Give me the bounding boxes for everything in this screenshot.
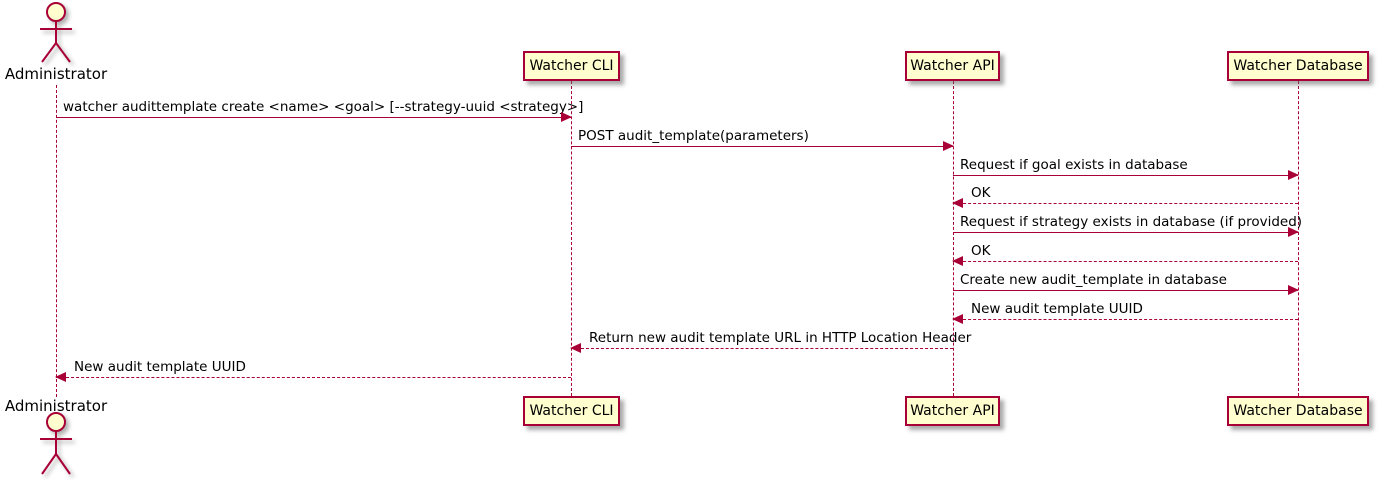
arrowhead-right-icon — [1288, 227, 1299, 237]
message-1: watcher audittemplate create <name> <goa… — [56, 99, 584, 122]
message-label: watcher audittemplate create <name> <goa… — [63, 99, 584, 115]
actor-administrator-label-top: Administrator — [4, 65, 108, 83]
message-label: POST audit_template(parameters) — [578, 128, 809, 144]
arrowhead-right-icon — [1288, 285, 1299, 295]
actor-administrator-icon — [40, 2, 72, 63]
arrowhead-left-icon — [952, 256, 963, 266]
message-3: Request if goal exists in database — [953, 157, 1299, 180]
message-7: Create new audit_template in database — [953, 272, 1299, 295]
participant-label: Watcher Database — [1233, 403, 1363, 419]
lifeline-watcher-database — [1298, 81, 1299, 396]
participant-watcher-cli-top: Watcher CLI — [523, 51, 620, 81]
message-label: Return new audit template URL in HTTP Lo… — [589, 330, 972, 346]
participant-label: Watcher API — [910, 403, 995, 419]
message-8: New audit template UUID — [952, 301, 1298, 324]
message-4: OK — [952, 185, 1298, 208]
message-label: OK — [971, 185, 991, 201]
participant-watcher-cli-bottom: Watcher CLI — [523, 396, 620, 426]
message-9: Return new audit template URL in HTTP Lo… — [570, 330, 972, 353]
lifeline-watcher-cli — [571, 81, 572, 396]
message-6: OK — [952, 243, 1298, 266]
participant-label: Watcher CLI — [529, 58, 614, 74]
message-label: Request if strategy exists in database (… — [960, 214, 1303, 230]
participant-label: Watcher Database — [1233, 58, 1363, 74]
arrowhead-left-icon — [952, 314, 963, 324]
arrowhead-left-icon — [570, 343, 581, 353]
message-5: Request if strategy exists in database (… — [953, 214, 1303, 237]
participant-label: Watcher API — [910, 58, 995, 74]
participant-watcher-database-top: Watcher Database — [1227, 51, 1369, 81]
message-label: Create new audit_template in database — [960, 272, 1227, 288]
message-10: New audit template UUID — [55, 359, 571, 382]
message-label: OK — [971, 243, 991, 259]
message-label: New audit template UUID — [74, 359, 246, 375]
message-label: New audit template UUID — [971, 301, 1143, 317]
lifeline-administrator — [56, 85, 57, 397]
message-label: Request if goal exists in database — [960, 157, 1188, 173]
participant-watcher-api-bottom: Watcher API — [905, 396, 1000, 426]
arrowhead-right-icon — [1288, 170, 1299, 180]
lifeline-watcher-api — [953, 81, 954, 396]
participant-watcher-database-bottom: Watcher Database — [1227, 396, 1369, 426]
message-2: POST audit_template(parameters) — [571, 128, 954, 151]
participant-label: Watcher CLI — [529, 403, 614, 419]
participant-watcher-api-top: Watcher API — [905, 51, 1000, 81]
arrowhead-left-icon — [55, 372, 66, 382]
arrowhead-right-icon — [943, 141, 954, 151]
arrowhead-left-icon — [952, 198, 963, 208]
actor-administrator-label-bottom: Administrator — [4, 397, 108, 415]
arrowhead-right-icon — [561, 112, 572, 122]
actor-administrator-icon — [40, 412, 72, 475]
